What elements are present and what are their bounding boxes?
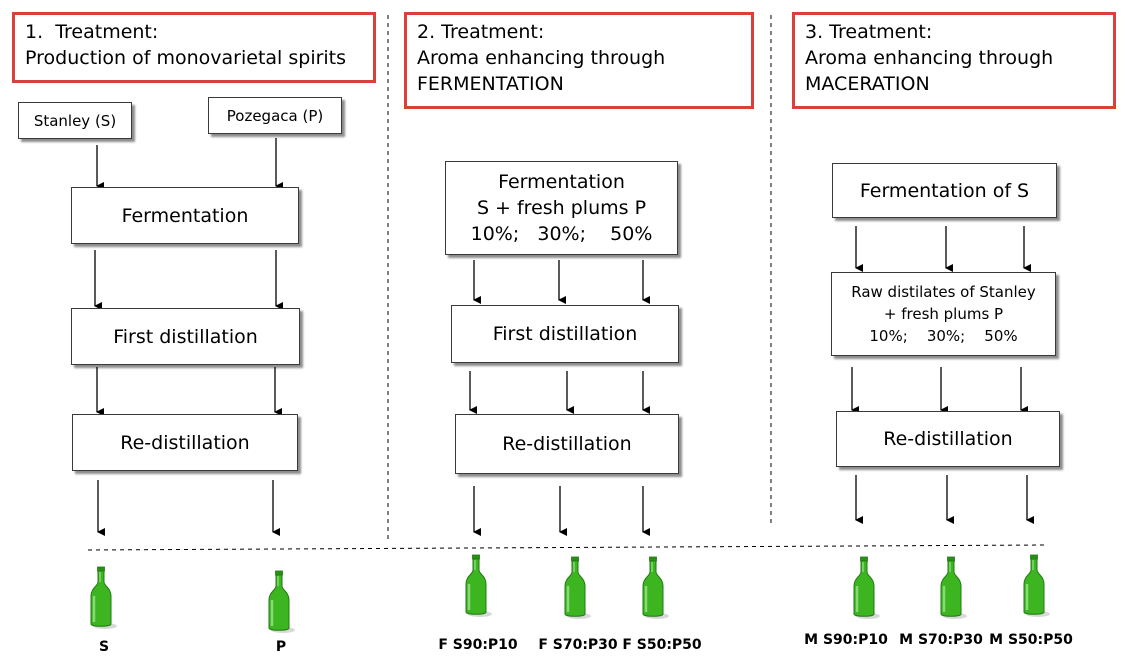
col2-redistillation-box: Re-distillation bbox=[455, 414, 679, 474]
output-label-f-s90-p10: F S90:P10 bbox=[438, 637, 518, 653]
col3-raw-line-2: + fresh plums P bbox=[883, 305, 1004, 323]
output-label-p: P bbox=[275, 639, 287, 655]
col2-first-distillation-label: First distillation bbox=[492, 323, 638, 345]
col2-fermentation-line-1: Fermentation bbox=[498, 171, 625, 193]
col3-fermentation-label: Fermentation of S bbox=[859, 179, 1030, 202]
output-label-m-s90-p10: M S90:P10 bbox=[804, 632, 888, 648]
bottle-icon bbox=[89, 565, 119, 631]
source-stanley-box: Stanley (S) bbox=[18, 102, 132, 139]
treatment-2-subtitle: Aroma enhancing through bbox=[417, 47, 666, 69]
col1-first-distillation-label: First distillation bbox=[113, 325, 258, 348]
col3-redistillation-box: Re-distillation bbox=[836, 411, 1060, 467]
bottle-icon bbox=[267, 569, 297, 635]
col2-fermentation-line-2: S + fresh plums P bbox=[476, 197, 647, 219]
treatment-1-title: 1. Treatment: bbox=[25, 21, 159, 43]
treatment-2-header: 2. Treatment: Aroma enhancing through FE… bbox=[404, 12, 754, 109]
col2-redistillation-label: Re-distillation bbox=[502, 433, 632, 455]
bottle-icon bbox=[464, 553, 494, 619]
col1-redistillation-label: Re-distillation bbox=[120, 431, 250, 454]
col1-fermentation-box: Fermentation bbox=[71, 187, 299, 244]
col2-fermentation-line-3: 10%; 30%; 50% bbox=[470, 223, 653, 245]
col2-first-distillation-box: First distillation bbox=[451, 305, 679, 363]
col1-redistillation-box: Re-distillation bbox=[72, 414, 298, 471]
treatment-1-header: 1. Treatment: Production of monovarietal… bbox=[12, 12, 376, 83]
treatment-2-subtitle-2: FERMENTATION bbox=[417, 73, 564, 95]
col3-raw-distillates-box: Raw distilates of Stanley + fresh plums … bbox=[831, 272, 1056, 356]
col3-raw-line-3: 10%; 30%; 50% bbox=[869, 327, 1018, 345]
source-pozegaca-box: Pozegaca (P) bbox=[208, 97, 342, 134]
output-label-m-s70-p30: M S70:P30 bbox=[899, 632, 983, 648]
col1-first-distillation-box: First distillation bbox=[71, 308, 300, 365]
bottle-icon bbox=[852, 555, 882, 621]
col2-arrows bbox=[469, 260, 650, 536]
col3-arrows bbox=[851, 226, 1034, 524]
treatment-3-header: 3. Treatment: Aroma enhancing through MA… bbox=[792, 12, 1116, 109]
col1-arrows bbox=[94, 138, 283, 536]
bottom-divider bbox=[87, 544, 1046, 551]
bottle-icon bbox=[563, 555, 593, 621]
treatment-3-subtitle-2: MACERATION bbox=[805, 73, 930, 95]
output-label-f-s70-p30: F S70:P30 bbox=[538, 637, 618, 653]
bottle-icon bbox=[641, 555, 671, 621]
output-label-f-s50-p50: F S50:P50 bbox=[622, 637, 702, 653]
source-stanley-label: Stanley (S) bbox=[33, 111, 117, 130]
treatment-2-title: 2. Treatment: bbox=[417, 21, 545, 43]
source-pozegaca-label: Pozegaca (P) bbox=[226, 106, 324, 125]
bottles bbox=[89, 553, 1052, 635]
col3-raw-line-1: Raw distilates of Stanley bbox=[851, 283, 1036, 301]
output-label-m-s50-p50: M S50:P50 bbox=[989, 632, 1073, 648]
treatment-1-subtitle: Production of monovarietal spirits bbox=[25, 47, 347, 69]
treatment-3-subtitle: Aroma enhancing through bbox=[805, 47, 1054, 69]
col1-fermentation-label: Fermentation bbox=[121, 204, 249, 227]
col2-fermentation-box: Fermentation S + fresh plums P 10%; 30%;… bbox=[445, 161, 678, 255]
bottle-icon bbox=[1022, 553, 1052, 619]
col3-fermentation-box: Fermentation of S bbox=[832, 163, 1057, 218]
bottle-icon bbox=[939, 555, 969, 621]
col3-redistillation-label: Re-distillation bbox=[883, 428, 1013, 450]
output-label-s: S bbox=[98, 639, 110, 655]
treatment-3-title: 3. Treatment: bbox=[805, 21, 933, 43]
